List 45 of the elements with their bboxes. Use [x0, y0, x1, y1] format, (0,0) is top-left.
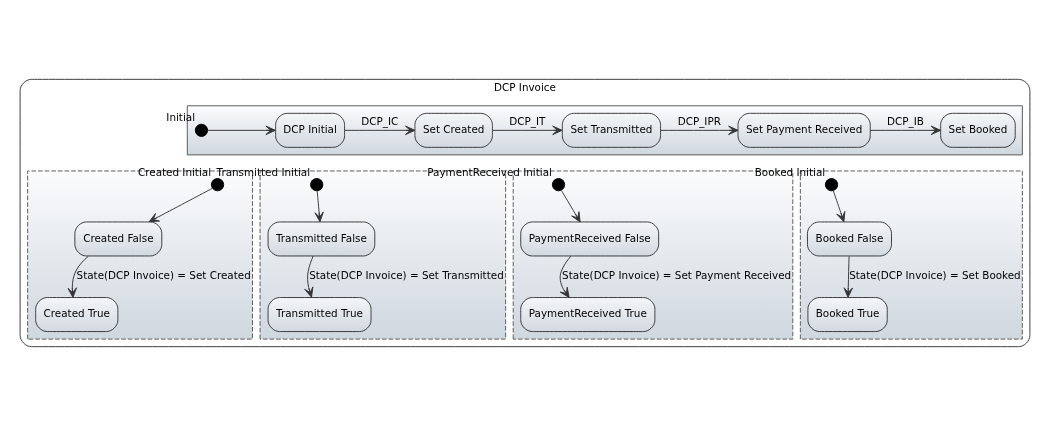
- node-box: PaymentReceived True: [520, 296, 656, 332]
- arrow: [832, 189, 846, 222]
- edge-label: DCP_IC: [361, 113, 399, 126]
- node-box: Set Created: [414, 112, 493, 148]
- arrow: [869, 125, 942, 135]
- node-label: Initial: [166, 110, 196, 123]
- arrow: [843, 255, 853, 298]
- arrow: [344, 125, 416, 135]
- arrow: [304, 255, 314, 298]
- edge-label: State(DCP Invoice) = Set Booked: [849, 268, 1021, 281]
- arrow: [560, 189, 581, 222]
- node-box: Transmitted True: [267, 296, 372, 332]
- node-label: Booked Initial: [754, 165, 826, 177]
- node-box: Created False: [74, 221, 163, 256]
- node-box: DCP Initial: [275, 112, 346, 148]
- node-label: Transmitted Initial: [216, 165, 311, 177]
- node-circle: [210, 177, 225, 191]
- arrow: [559, 255, 572, 298]
- arrow: [67, 255, 89, 298]
- edge-label: State(DCP Invoice) = Set Transmitted: [309, 268, 504, 281]
- edge-label: State(DCP Invoice) = Set Created: [76, 268, 251, 281]
- edge-label: DCP_IT: [509, 113, 546, 126]
- arrow: [207, 125, 276, 135]
- node-box: PaymentReceived False: [520, 221, 660, 256]
- node-box: Booked True: [807, 296, 888, 332]
- node-circle: [310, 177, 324, 191]
- arrow: [148, 187, 213, 222]
- node-box: Created True: [35, 296, 119, 332]
- edge-label: DCP_IPR: [677, 113, 721, 126]
- node-box: Booked False: [806, 221, 892, 256]
- node-box: Set Booked: [940, 112, 1016, 148]
- cluster: [799, 170, 1023, 340]
- node-circle: [194, 123, 209, 137]
- node-circle: [551, 177, 566, 191]
- node-box: Set Payment Received: [737, 112, 871, 148]
- arrow: [314, 189, 324, 222]
- node-box: Transmitted False: [267, 221, 376, 256]
- edge-label: State(DCP Invoice) = Set Payment Received: [562, 268, 792, 281]
- arrow: [492, 125, 563, 135]
- edge-label: DCP_IB: [887, 113, 924, 126]
- node-label: Created Initial: [138, 165, 212, 177]
- node-circle: [824, 177, 839, 191]
- arrow: [660, 125, 739, 135]
- node-box: Set Transmitted: [561, 112, 661, 148]
- node-label: PaymentReceived Initial: [427, 165, 552, 177]
